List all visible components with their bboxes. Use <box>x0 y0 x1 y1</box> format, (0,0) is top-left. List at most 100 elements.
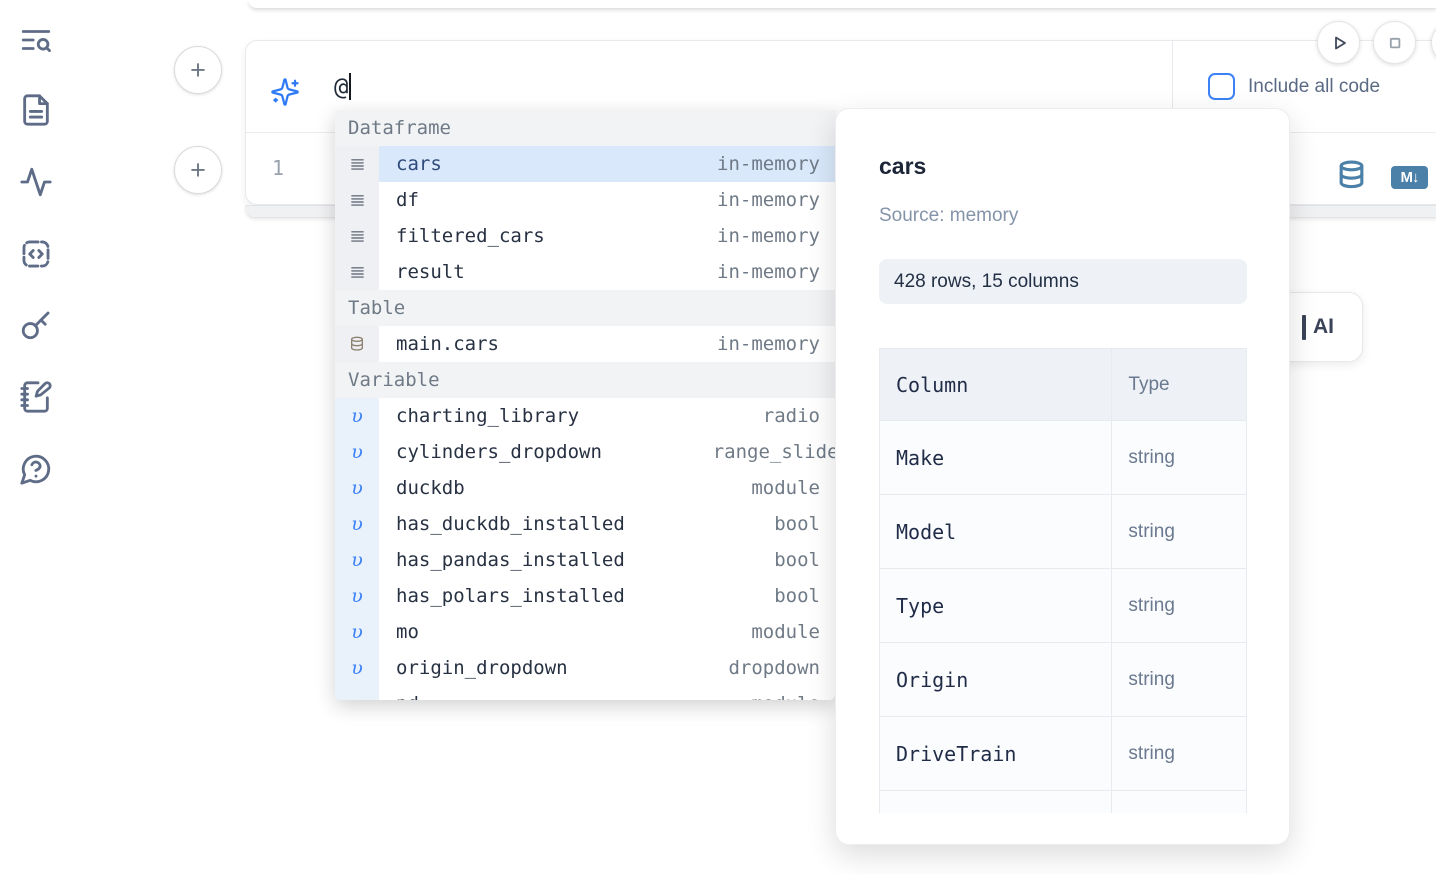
variable-icon: υ <box>335 650 379 686</box>
previous-cell-bottom-edge <box>248 0 1436 9</box>
autocomplete-item-filtered_cars[interactable]: filtered_carsin-memory <box>335 218 835 254</box>
stop-button[interactable] <box>1373 21 1416 64</box>
column-header: Column <box>880 349 1112 421</box>
rows-icon <box>335 254 379 290</box>
variable-icon: υ <box>335 686 379 700</box>
column-row: Modelstring <box>880 495 1247 569</box>
code-snippet-icon[interactable] <box>19 237 53 271</box>
include-all-code-checkbox[interactable] <box>1208 73 1235 100</box>
clipped-letter-fragment <box>1302 315 1306 340</box>
line-number: 1 <box>272 156 284 180</box>
sidebar <box>0 0 72 874</box>
ai-sparkles-icon <box>270 77 300 107</box>
text-search-icon[interactable] <box>19 23 53 57</box>
autocomplete-item-mo[interactable]: υmomodule <box>335 614 835 650</box>
item-type: module <box>751 693 820 700</box>
item-name: cylinders_dropdown <box>396 441 713 463</box>
item-name: duckdb <box>396 477 751 499</box>
column-row: Typestring <box>880 569 1247 643</box>
column-table-body: MakestringModelstringTypestringOriginstr… <box>880 421 1247 814</box>
column-row: Originstring <box>880 643 1247 717</box>
variable-icon: υ <box>335 434 379 470</box>
markdown-convert-icon[interactable]: M↓ <box>1391 166 1428 189</box>
autocomplete-item-has_duckdb_installed[interactable]: υhas_duckdb_installedbool <box>335 506 835 542</box>
variable-icon: υ <box>335 470 379 506</box>
rows-icon <box>335 182 379 218</box>
item-type: bool <box>774 513 820 535</box>
variable-icon: υ <box>335 542 379 578</box>
column-name-cell: Type <box>880 569 1112 643</box>
rows-icon <box>335 146 379 182</box>
item-type: in-memory <box>717 189 820 211</box>
item-name: has_polars_installed <box>396 585 774 607</box>
item-name: pd <box>396 693 751 700</box>
autocomplete-item-df[interactable]: dfin-memory <box>335 182 835 218</box>
column-type-cell: string <box>1112 495 1247 569</box>
item-name: mo <box>396 621 751 643</box>
item-type: dropdown <box>728 657 820 679</box>
column-row: Makestring <box>880 421 1247 495</box>
item-type: in-memory <box>717 333 820 355</box>
item-name: cars <box>396 153 717 175</box>
column-row-partial <box>880 791 1247 814</box>
preview-source: Source: memory <box>879 205 1018 227</box>
activity-icon[interactable] <box>19 165 53 199</box>
text-caret <box>349 73 351 100</box>
section-header-variable: Variable <box>335 362 835 398</box>
column-row: DriveTrainstring <box>880 717 1247 791</box>
dataframe-preview-panel: cars Source: memory 428 rows, 15 columns… <box>835 108 1290 845</box>
autocomplete-item-cars[interactable]: carsin-memory <box>335 146 835 182</box>
item-type: bool <box>774 549 820 571</box>
sql-database-icon[interactable] <box>1336 157 1367 198</box>
database-icon <box>335 326 379 362</box>
stop-square-icon <box>1383 31 1407 55</box>
cell-type-actions: M↓ <box>1336 157 1428 198</box>
column-name-cell: Make <box>880 421 1112 495</box>
column-name-cell: DriveTrain <box>880 717 1112 791</box>
item-name: origin_dropdown <box>396 657 728 679</box>
run-cell-button[interactable] <box>1317 21 1360 64</box>
item-type: bool <box>774 585 820 607</box>
ai-prompt-input[interactable]: @ <box>334 73 351 102</box>
item-name: charting_library <box>396 405 763 427</box>
item-type: in-memory <box>717 225 820 247</box>
ai-button-label: AI <box>1313 315 1334 339</box>
add-cell-below-button[interactable]: + <box>174 146 222 194</box>
rows-icon <box>335 218 379 254</box>
item-name: main.cars <box>396 333 717 355</box>
item-type: module <box>751 477 820 499</box>
variable-icon: υ <box>335 398 379 434</box>
column-type-cell: string <box>1112 643 1247 717</box>
autocomplete-item-result[interactable]: resultin-memory <box>335 254 835 290</box>
column-name-cell: Origin <box>880 643 1112 717</box>
key-icon[interactable] <box>19 308 53 342</box>
autocomplete-item-origin_dropdown[interactable]: υ origin_dropdowndropdown <box>335 650 835 686</box>
preview-title: cars <box>879 153 926 180</box>
file-document-icon[interactable] <box>19 93 53 127</box>
autocomplete-item-has_pandas_installed[interactable]: υhas_pandas_installedbool <box>335 542 835 578</box>
item-type: in-memory <box>717 153 820 175</box>
autocomplete-item-has_polars_installed[interactable]: υ has_polars_installedbool <box>335 578 835 614</box>
add-cell-above-button[interactable]: + <box>174 46 222 94</box>
column-table-wrap: Column Type MakestringModelstringTypestr… <box>879 348 1247 813</box>
column-type-cell: string <box>1112 569 1247 643</box>
item-type: range_slider <box>713 441 835 463</box>
item-name: has_duckdb_installed <box>396 513 774 535</box>
help-chat-icon[interactable] <box>19 452 53 486</box>
column-type-cell: string <box>1112 421 1247 495</box>
item-type: module <box>751 621 820 643</box>
autocomplete-item-cylinders_dropdown[interactable]: υ cylinders_dropdownrange_slider <box>335 434 835 470</box>
autocomplete-item-pd[interactable]: υ pdmodule <box>335 686 835 700</box>
ai-prompt-text: @ <box>334 73 348 101</box>
type-header: Type <box>1112 349 1247 421</box>
item-name: result <box>396 261 717 283</box>
autocomplete-item-charting_library[interactable]: υcharting_libraryradio <box>335 398 835 434</box>
autocomplete-item-duckdb[interactable]: υduckdbmodule <box>335 470 835 506</box>
variable-icon: υ <box>335 578 379 614</box>
column-type-cell: string <box>1112 717 1247 791</box>
scratchpad-pen-icon[interactable] <box>19 380 53 414</box>
item-type: in-memory <box>717 261 820 283</box>
column-table-header-row: Column Type <box>880 349 1247 421</box>
autocomplete-item-main.cars[interactable]: main.carsin-memory <box>335 326 835 362</box>
